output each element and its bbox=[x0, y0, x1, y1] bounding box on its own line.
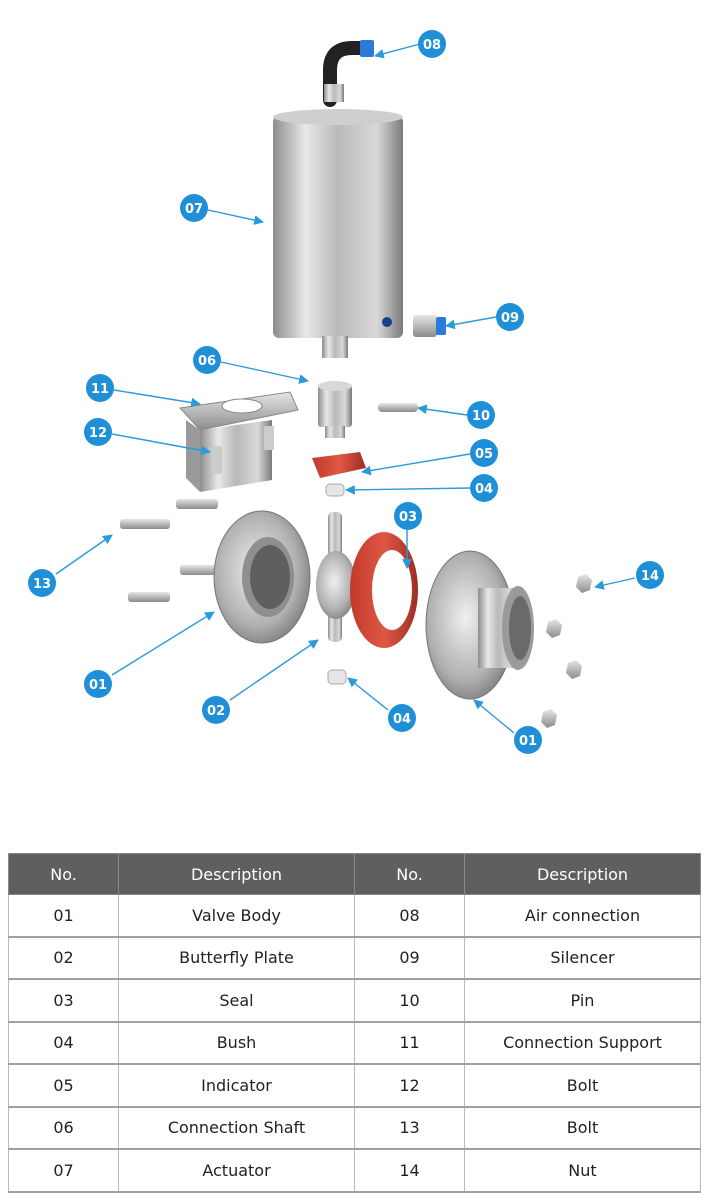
callout: 13 bbox=[28, 569, 56, 597]
butterfly-plate-part bbox=[316, 512, 356, 642]
part-number: 11 bbox=[354, 1021, 465, 1065]
exploded-valve-diagram: 08 07 09 06 11 10 12 05 04 03 13 14 01 0… bbox=[28, 30, 664, 754]
callout: 08 bbox=[418, 30, 446, 58]
header-description: Description bbox=[464, 853, 701, 895]
svg-text:08: 08 bbox=[423, 38, 441, 53]
svg-text:01: 01 bbox=[519, 734, 537, 749]
part-number: 07 bbox=[8, 1148, 119, 1192]
part-number: 04 bbox=[8, 1021, 119, 1065]
callout: 05 bbox=[470, 439, 498, 467]
part-number: 13 bbox=[354, 1106, 465, 1150]
table-row: 03 Seal 10 Pin bbox=[8, 978, 701, 1022]
callout: 01 bbox=[514, 726, 542, 754]
part-description: Air connection bbox=[464, 894, 701, 937]
part-description: Indicator bbox=[118, 1063, 355, 1107]
bush-bottom-part bbox=[327, 669, 347, 685]
callout: 04 bbox=[388, 704, 416, 732]
svg-text:05: 05 bbox=[475, 447, 493, 462]
callout: 06 bbox=[193, 346, 221, 374]
callout: 01 bbox=[84, 670, 112, 698]
svg-text:13: 13 bbox=[33, 577, 51, 592]
pin-part bbox=[378, 403, 418, 412]
part-description: Valve Body bbox=[118, 894, 355, 937]
svg-text:07: 07 bbox=[185, 202, 203, 217]
part-description: Connection Support bbox=[464, 1021, 701, 1065]
bush-top-part bbox=[325, 483, 345, 497]
part-description: Connection Shaft bbox=[118, 1106, 355, 1150]
table-row: 05 Indicator 12 Bolt bbox=[8, 1063, 701, 1107]
part-description: Bush bbox=[118, 1021, 355, 1065]
connection-shaft-part bbox=[318, 381, 352, 438]
callout: 10 bbox=[467, 401, 495, 429]
actuator-part bbox=[273, 109, 403, 358]
callout: 09 bbox=[496, 303, 524, 331]
part-description: Bolt bbox=[464, 1106, 701, 1150]
part-number: 05 bbox=[8, 1063, 119, 1107]
svg-text:03: 03 bbox=[399, 510, 417, 525]
leader-lines bbox=[55, 43, 636, 734]
part-number: 14 bbox=[354, 1148, 465, 1192]
callout: 02 bbox=[202, 696, 230, 724]
svg-text:04: 04 bbox=[475, 482, 493, 497]
air-connection-part bbox=[323, 40, 374, 107]
table-header-row: No. Description No. Description bbox=[8, 853, 701, 895]
svg-text:11: 11 bbox=[91, 382, 109, 397]
svg-text:10: 10 bbox=[472, 409, 490, 424]
part-number: 12 bbox=[354, 1063, 465, 1107]
part-description: Pin bbox=[464, 978, 701, 1022]
valve-body-right-part bbox=[425, 550, 534, 700]
table-row: 04 Bush 11 Connection Support bbox=[8, 1021, 701, 1065]
part-description: Silencer bbox=[464, 936, 701, 980]
callout: 03 bbox=[394, 502, 422, 530]
table-row: 07 Actuator 14 Nut bbox=[8, 1148, 701, 1192]
svg-text:01: 01 bbox=[89, 678, 107, 693]
part-number: 01 bbox=[8, 894, 119, 937]
part-number: 06 bbox=[8, 1106, 119, 1150]
callout: 04 bbox=[470, 474, 498, 502]
svg-text:12: 12 bbox=[89, 426, 107, 441]
svg-text:14: 14 bbox=[641, 569, 659, 584]
svg-text:06: 06 bbox=[198, 354, 216, 369]
table-row: 02 Butterfly Plate 09 Silencer bbox=[8, 936, 701, 980]
valve-body-left-part bbox=[213, 510, 311, 644]
part-number: 02 bbox=[8, 936, 119, 980]
part-description: Actuator bbox=[118, 1148, 355, 1192]
svg-text:02: 02 bbox=[207, 704, 225, 719]
table-row: 01 Valve Body 08 Air connection bbox=[8, 894, 701, 937]
svg-text:09: 09 bbox=[501, 311, 519, 326]
part-number: 08 bbox=[354, 894, 465, 937]
svg-text:04: 04 bbox=[393, 712, 411, 727]
callout: 14 bbox=[636, 561, 664, 589]
part-description: Bolt bbox=[464, 1063, 701, 1107]
header-no: No. bbox=[354, 853, 465, 895]
connection-support-part bbox=[178, 391, 299, 492]
part-number: 09 bbox=[354, 936, 465, 980]
callout: 12 bbox=[84, 418, 112, 446]
part-description: Butterfly Plate bbox=[118, 936, 355, 980]
indicator-part bbox=[312, 452, 366, 478]
part-number: 10 bbox=[354, 978, 465, 1022]
bolts-part bbox=[120, 499, 220, 602]
seal-part bbox=[350, 532, 418, 648]
header-description: Description bbox=[118, 853, 355, 895]
part-description: Seal bbox=[118, 978, 355, 1022]
silencer-part bbox=[413, 315, 446, 337]
nuts-part bbox=[541, 574, 592, 728]
part-description: Nut bbox=[464, 1148, 701, 1192]
callout: 11 bbox=[86, 374, 114, 402]
parts-table: No. Description No. Description 01 Valve… bbox=[8, 853, 701, 1193]
table-row: 06 Connection Shaft 13 Bolt bbox=[8, 1106, 701, 1150]
part-number: 03 bbox=[8, 978, 119, 1022]
callout: 07 bbox=[180, 194, 208, 222]
header-no: No. bbox=[8, 853, 119, 895]
